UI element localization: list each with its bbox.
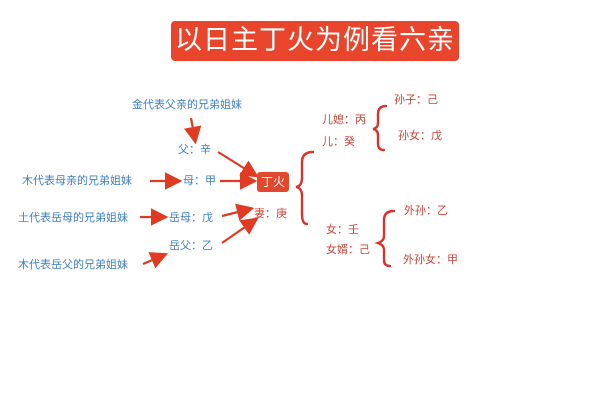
arrow-fatherinlaw-wife xyxy=(221,217,259,244)
desc-father-in-law-siblings: 木代表岳父的兄弟姐妹 xyxy=(18,258,128,271)
brace-son-children xyxy=(372,104,388,152)
wife-node: 妻：庚 xyxy=(254,207,287,220)
daughters-daughter-node: 外孙女：甲 xyxy=(403,253,458,266)
brace-daughter-children xyxy=(374,209,396,268)
mother-node: 母：甲 xyxy=(183,174,216,187)
arrow-desc-father xyxy=(183,117,202,145)
desc-mother-in-law-siblings: 土代表岳母的兄弟姐妹 xyxy=(18,211,128,224)
son-in-law-node: 女婿：己 xyxy=(326,243,370,256)
daughter-in-law-node: 儿媳：丙 xyxy=(322,113,366,126)
daughter-node: 女：壬 xyxy=(326,223,359,236)
granddaughter-node: 孙女：戊 xyxy=(398,129,442,142)
desc-mother-siblings: 木代表母亲的兄弟姐妹 xyxy=(22,174,132,187)
desc-father-siblings: 金代表父亲的兄弟姐妹 xyxy=(132,98,242,111)
father-in-law-node: 岳父：乙 xyxy=(169,239,213,252)
father-node: 父：辛 xyxy=(178,143,211,156)
mother-in-law-node: 岳母：戊 xyxy=(169,211,213,224)
diagram-title: 以日主丁火为例看六亲 xyxy=(171,21,459,61)
day-master-node: 丁火 xyxy=(257,172,289,192)
arrow-father-center xyxy=(217,151,259,178)
arrow-desc-fatherinlaw xyxy=(142,252,169,269)
daughters-son-node: 外孙：乙 xyxy=(404,204,448,217)
arrow-motherinlaw-wife xyxy=(221,203,255,221)
grandson-node: 孙子：己 xyxy=(394,93,438,106)
son-node: 儿：癸 xyxy=(322,135,355,148)
brace-children xyxy=(295,150,315,226)
